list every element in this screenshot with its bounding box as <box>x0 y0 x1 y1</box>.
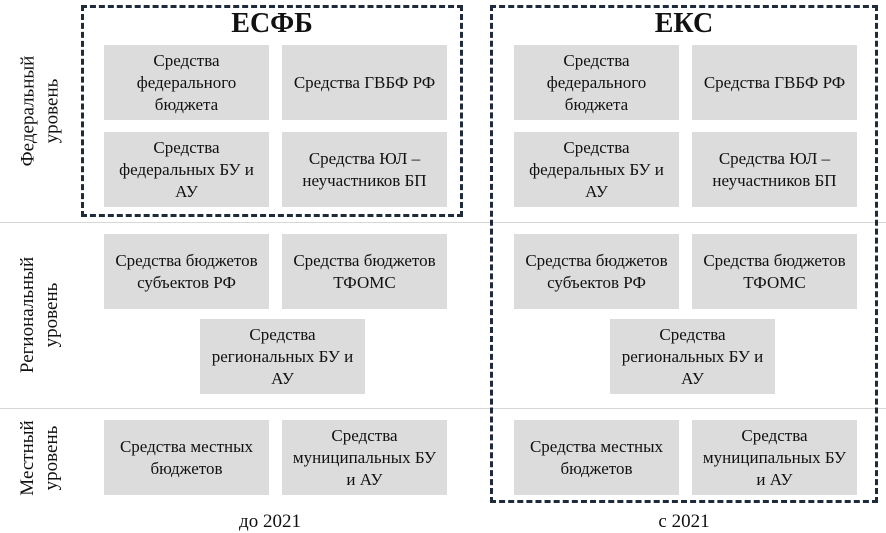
level-label-federal: Федеральный уровень <box>0 0 80 222</box>
eks-group-border <box>490 5 878 503</box>
esfb-title: ЕСФБ <box>231 8 313 39</box>
left-box-municipal-bu-au: Средства муниципальных БУ и АУ <box>282 420 447 495</box>
right-box-subject-budgets: Средства бюджетов субъектов РФ <box>514 234 679 309</box>
left-box-subject-budgets: Средства бюджетов субъектов РФ <box>104 234 269 309</box>
left-box-federal-budget: Средства федерального бюджета <box>104 45 269 120</box>
left-box-regional-bu-au: Средства региональных БУ и АУ <box>200 319 365 394</box>
level-label-regional: Региональный уровень <box>0 222 80 408</box>
level-label-regional-text: Региональный уровень <box>17 256 63 374</box>
right-box-federal-budget: Средства федерального бюджета <box>514 45 679 120</box>
right-box-regional-bu-au: Средства региональных БУ и АУ <box>610 319 775 394</box>
right-box-yul: Средства ЮЛ – неучастников БП <box>692 132 857 207</box>
right-box-gvbf: Средства ГВБФ РФ <box>692 45 857 120</box>
period-label-before-2021: до 2021 <box>239 511 301 532</box>
divider-regional-local <box>0 408 886 409</box>
left-box-tfoms: Средства бюджетов ТФОМС <box>282 234 447 309</box>
right-box-federal-bu-au: Средства федеральных БУ и АУ <box>514 132 679 207</box>
right-box-tfoms: Средства бюджетов ТФОМС <box>692 234 857 309</box>
right-box-local-budgets: Средства местных бюджетов <box>514 420 679 495</box>
left-box-gvbf: Средства ГВБФ РФ <box>282 45 447 120</box>
eks-title: ЕКС <box>654 8 714 39</box>
left-box-local-budgets: Средства местных бюджетов <box>104 420 269 495</box>
left-box-federal-bu-au: Средства федеральных БУ и АУ <box>104 132 269 207</box>
left-box-yul: Средства ЮЛ – неучастников БП <box>282 132 447 207</box>
right-box-municipal-bu-au: Средства муниципальных БУ и АУ <box>692 420 857 495</box>
level-label-local-text: Местный уровень <box>17 420 62 496</box>
divider-federal-regional <box>0 222 886 223</box>
level-label-local: Местный уровень <box>0 408 80 508</box>
level-label-federal-text: Федеральный уровень <box>17 55 62 167</box>
esfb-group-border <box>81 5 463 217</box>
period-label-since-2021: с 2021 <box>658 511 710 532</box>
